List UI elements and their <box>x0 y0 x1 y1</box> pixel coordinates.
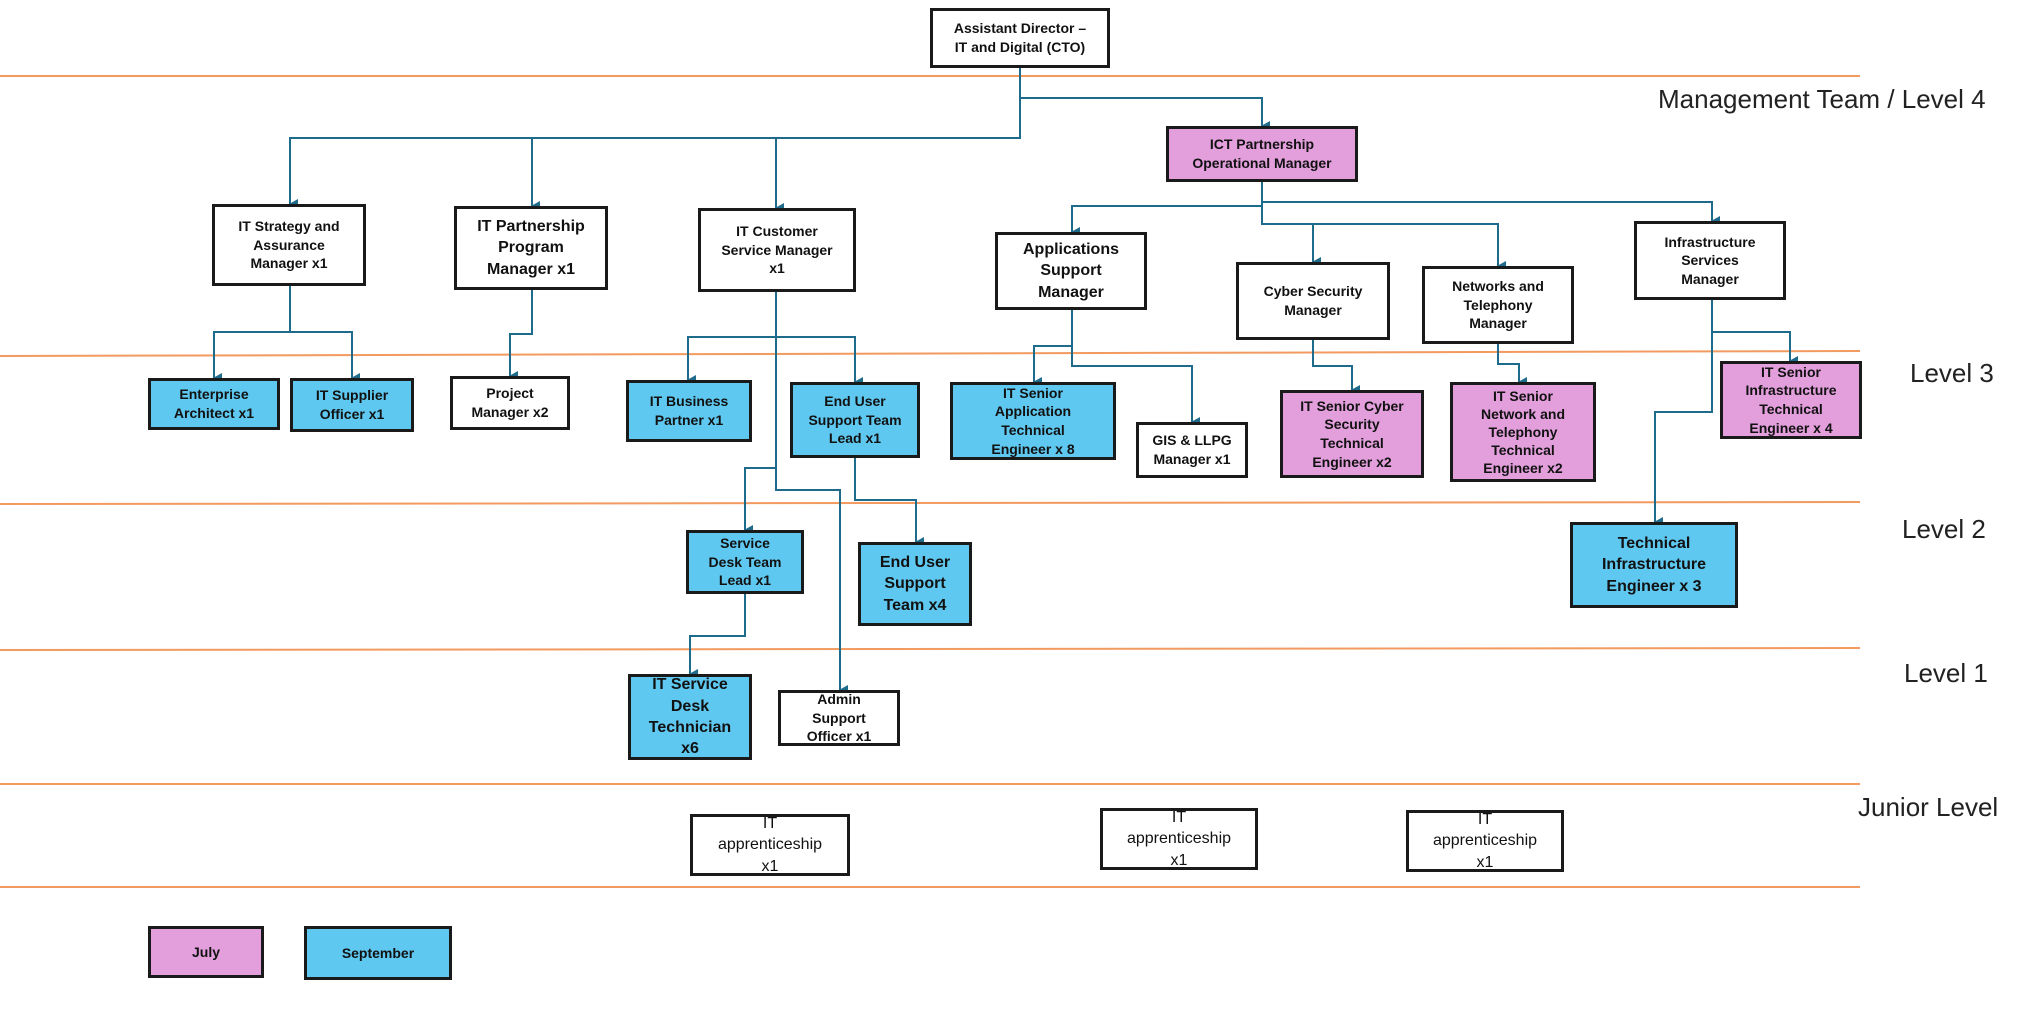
role-box-enterprise-architect: Enterprise Architect x1 <box>148 378 280 430</box>
connector <box>1654 332 1713 522</box>
role-box-it-apprenticeship: IT apprenticeship x1 <box>1100 808 1258 870</box>
connector <box>1071 182 1263 232</box>
role-box-gis-llpg-manager: GIS & LLPG Manager x1 <box>1136 422 1248 478</box>
connector <box>213 286 291 378</box>
role-box-service-desk-team-lead: Service Desk Team Lead x1 <box>686 530 804 594</box>
connector <box>1071 346 1193 422</box>
connector <box>1497 344 1520 382</box>
level-label-1: Level 1 <box>1904 658 1988 688</box>
role-box-assistant-director: Assistant Director – IT and Digital (CTO… <box>930 8 1110 68</box>
connector <box>854 458 917 542</box>
level-separators <box>0 75 1861 888</box>
connector <box>1262 201 1713 221</box>
level-label-3: Level 3 <box>1910 358 1994 388</box>
role-box-ict-partnership-operational-manager: ICT Partnership Operational Manager <box>1166 126 1358 182</box>
role-box-end-user-support-team: End User Support Team x4 <box>858 542 972 626</box>
role-box-it-supplier-officer: IT Supplier Officer x1 <box>290 378 414 432</box>
separator-line <box>0 501 1861 505</box>
role-box-networks-telephony-manager: Networks and Telephony Manager <box>1422 266 1574 344</box>
connector <box>775 337 841 690</box>
connector <box>1033 310 1073 382</box>
role-box-cyber-security-manager: Cyber Security Manager <box>1236 262 1390 340</box>
legend-september: September <box>304 926 452 980</box>
role-box-admin-support-officer: Admin Support Officer x1 <box>778 690 900 746</box>
connectors <box>213 68 1798 695</box>
role-box-it-senior-network-telephony-engineer: IT Senior Network and Telephony Technica… <box>1450 382 1596 482</box>
connector <box>688 336 856 382</box>
level-label-2: Level 2 <box>1902 514 1986 544</box>
connector <box>689 594 746 674</box>
connector <box>289 68 1021 204</box>
role-box-it-strategy-assurance-manager: IT Strategy and Assurance Manager x1 <box>212 204 366 286</box>
separator-line <box>0 647 1861 651</box>
connector <box>1020 97 1263 126</box>
role-box-it-senior-application-engineer: IT Senior Application Technical Engineer… <box>950 382 1116 460</box>
legend-july: July <box>148 926 264 978</box>
role-box-it-service-desk-technician: IT Service Desk Technician x6 <box>628 674 752 760</box>
separator-line <box>0 350 1861 357</box>
role-box-it-customer-service-manager: IT Customer Service Manager x1 <box>698 208 856 292</box>
connector <box>1711 300 1791 361</box>
role-box-applications-support-manager: Applications Support Manager <box>995 232 1147 310</box>
level-label-junior: Junior Level <box>1858 792 1999 822</box>
connector <box>1313 223 1499 266</box>
role-box-end-user-support-team-lead: End User Support Team Lead x1 <box>790 382 920 458</box>
connector <box>1312 340 1353 390</box>
connector <box>509 290 533 376</box>
connector <box>290 331 353 378</box>
connector <box>744 467 776 530</box>
role-box-project-manager: Project Manager x2 <box>450 376 570 430</box>
role-box-it-senior-infrastructure-engineer: IT Senior Infrastructure Technical Engin… <box>1720 361 1862 439</box>
role-box-technical-infrastructure-engineer: Technical Infrastructure Engineer x 3 <box>1570 522 1738 608</box>
role-box-it-senior-cyber-security-engineer: IT Senior Cyber Security Technical Engin… <box>1280 390 1424 478</box>
role-box-it-apprenticeship: IT apprenticeship x1 <box>1406 810 1564 872</box>
level-label-management: Management Team / Level 4 <box>1658 84 1986 114</box>
connector <box>1261 206 1314 262</box>
role-box-infrastructure-services-manager: Infrastructure Services Manager <box>1634 221 1786 300</box>
role-box-it-apprenticeship: IT apprenticeship x1 <box>690 814 850 876</box>
role-box-it-partnership-program-manager: IT Partnership Program Manager x1 <box>454 206 608 290</box>
role-box-it-business-partner: IT Business Partner x1 <box>626 380 752 442</box>
